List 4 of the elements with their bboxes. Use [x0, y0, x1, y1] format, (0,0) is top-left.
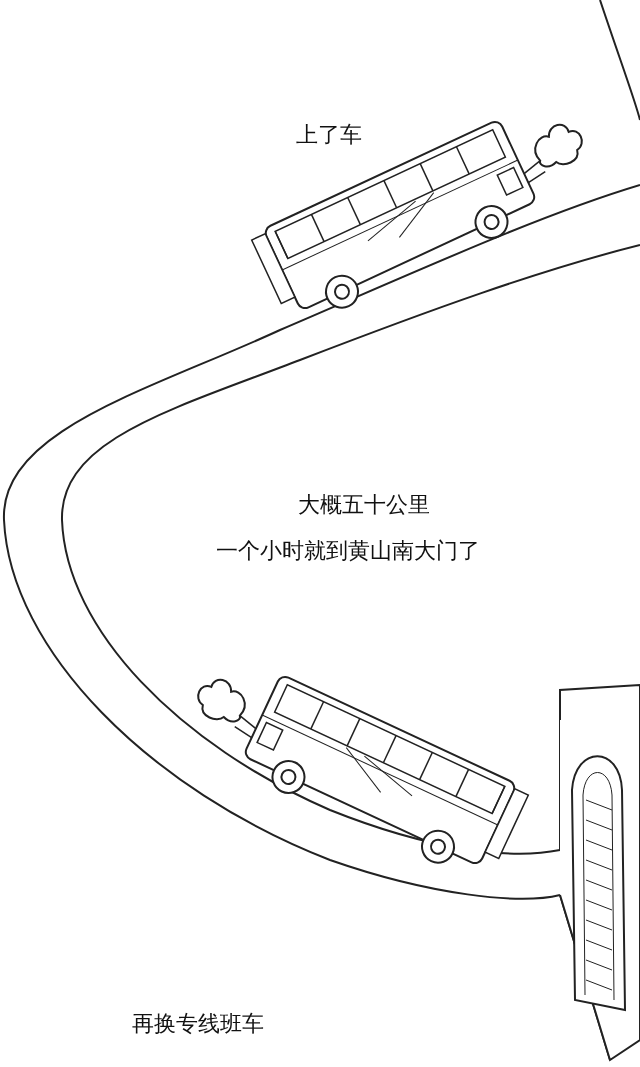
- caption-text: 一个小时就到黄山南大门了: [216, 538, 480, 565]
- caption-text: 上了车: [296, 122, 362, 149]
- caption-text: 大概五十公里: [298, 492, 430, 519]
- caption-text: 再换专线班车: [132, 1011, 264, 1038]
